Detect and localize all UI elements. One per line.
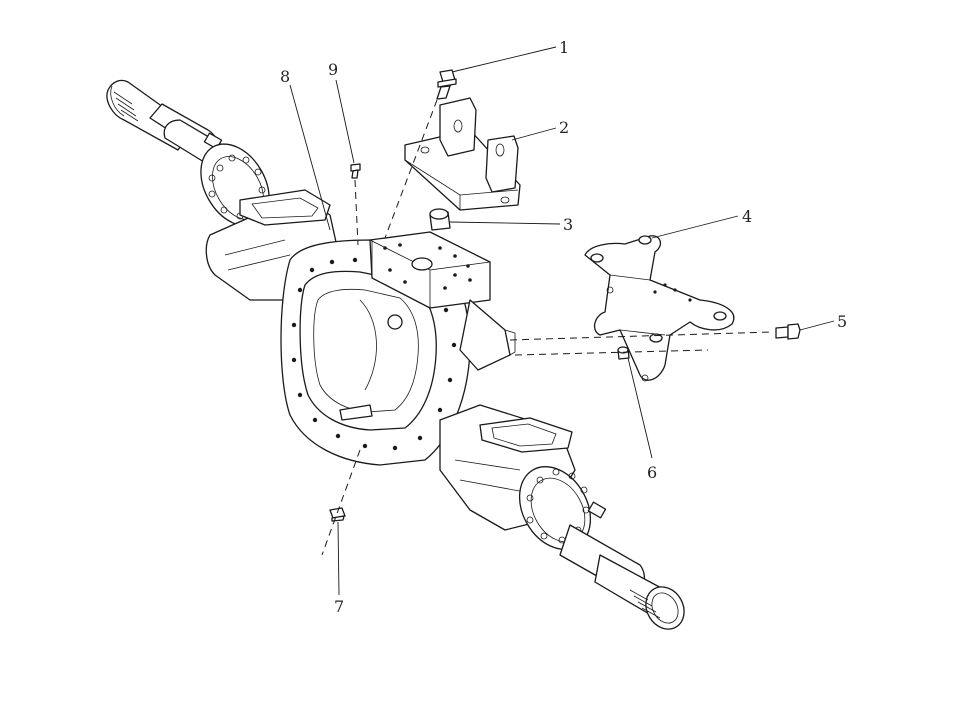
callout-7: 7: [334, 597, 344, 616]
part-6-bushing: [617, 346, 630, 360]
top-pad-holes: [383, 243, 472, 290]
callout-6: 6: [647, 463, 657, 482]
callout-2: 2: [559, 118, 569, 137]
right-spindle: [518, 466, 685, 630]
part-2-bracket: [404, 97, 521, 211]
part-5-bolt: [775, 323, 801, 340]
leader-lines: [289, 46, 835, 596]
assembly-lines: [321, 99, 773, 556]
callout-1: 1: [559, 38, 569, 57]
part-4-plate: [584, 235, 735, 382]
callout-8: 8: [280, 67, 290, 86]
axle-housing: [280, 231, 516, 466]
callout-4: 4: [742, 207, 752, 226]
callout-5: 5: [837, 312, 847, 331]
part-1-bolt: [436, 69, 457, 100]
part-3-bushing: [429, 208, 451, 231]
callout-3: 3: [563, 215, 573, 234]
part-9-bolt: [350, 163, 361, 179]
right-axle-tube: [439, 404, 576, 531]
part-7-nut: [329, 507, 346, 522]
callout-labels: 1 2 3 4 5 6 7 8 9: [280, 38, 847, 616]
callout-9: 9: [328, 60, 338, 79]
